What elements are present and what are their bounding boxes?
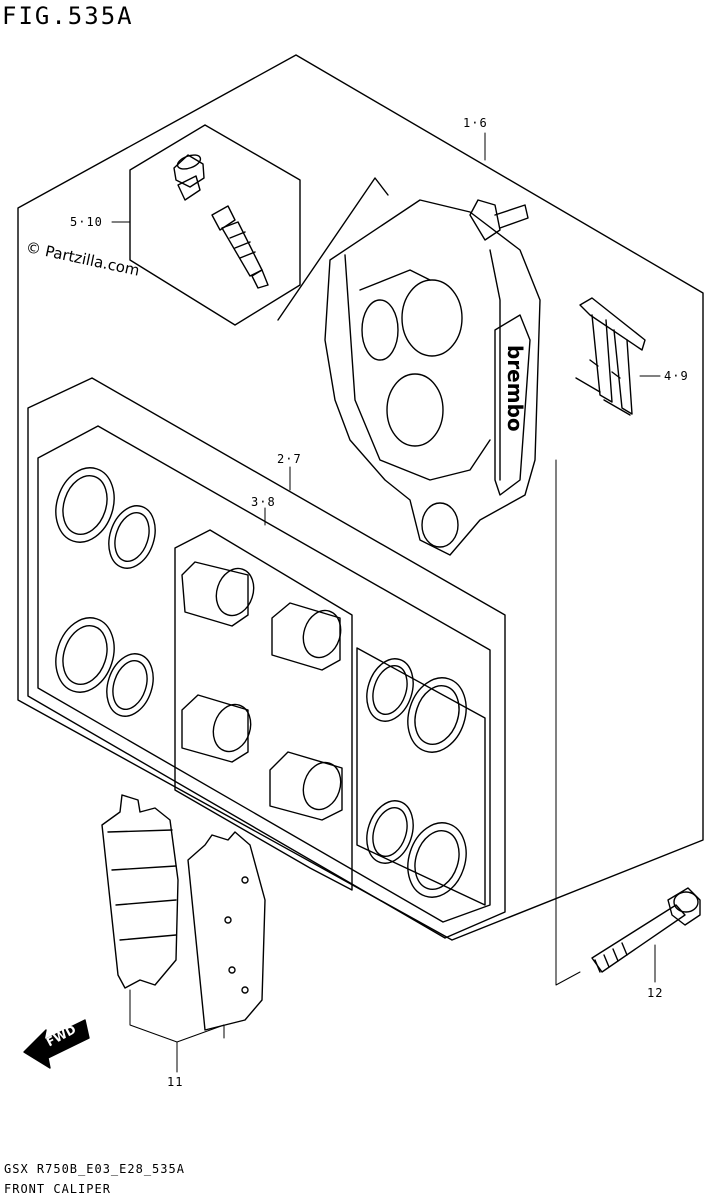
section-name: FRONT CALIPER bbox=[4, 1182, 111, 1196]
callout-12[interactable]: 12 bbox=[647, 986, 664, 1000]
piston-group bbox=[182, 562, 347, 820]
seal-kit-frame bbox=[28, 378, 505, 938]
caliper-assembly-frame bbox=[18, 55, 703, 940]
callout-1-6[interactable]: 1·6 bbox=[463, 116, 488, 130]
pad-spring-clip-icon bbox=[576, 298, 645, 415]
brake-pad-icon bbox=[102, 795, 265, 1030]
caliper-pointer bbox=[278, 178, 388, 320]
bleeder-kit-frame bbox=[130, 125, 300, 325]
figure-title: FIG.535A bbox=[2, 2, 134, 30]
bleeder-cap-icon bbox=[174, 152, 204, 200]
seal-box-right bbox=[357, 648, 485, 905]
piston-box bbox=[175, 530, 352, 890]
brake-caliper-icon: brembo bbox=[325, 200, 540, 555]
callout-5-10[interactable]: 5·10 bbox=[70, 215, 103, 229]
caliper-logo-text: brembo bbox=[503, 345, 527, 432]
leader-lines bbox=[112, 133, 660, 1072]
callout-3-8[interactable]: 3·8 bbox=[251, 495, 276, 509]
seal-ring-group-left bbox=[47, 460, 163, 722]
callout-2-7[interactable]: 2·7 bbox=[277, 452, 302, 466]
bleeder-screw-icon bbox=[212, 206, 268, 288]
callout-4-9[interactable]: 4·9 bbox=[664, 369, 689, 383]
fwd-arrow-icon bbox=[24, 1020, 89, 1068]
model-code: GSX R750B_E03_E28_535A bbox=[4, 1162, 185, 1176]
seal-ring-group-right bbox=[359, 653, 475, 905]
piston-seal-frame bbox=[38, 426, 490, 922]
callout-11[interactable]: 11 bbox=[167, 1075, 184, 1089]
mounting-bolt-icon bbox=[592, 888, 700, 972]
